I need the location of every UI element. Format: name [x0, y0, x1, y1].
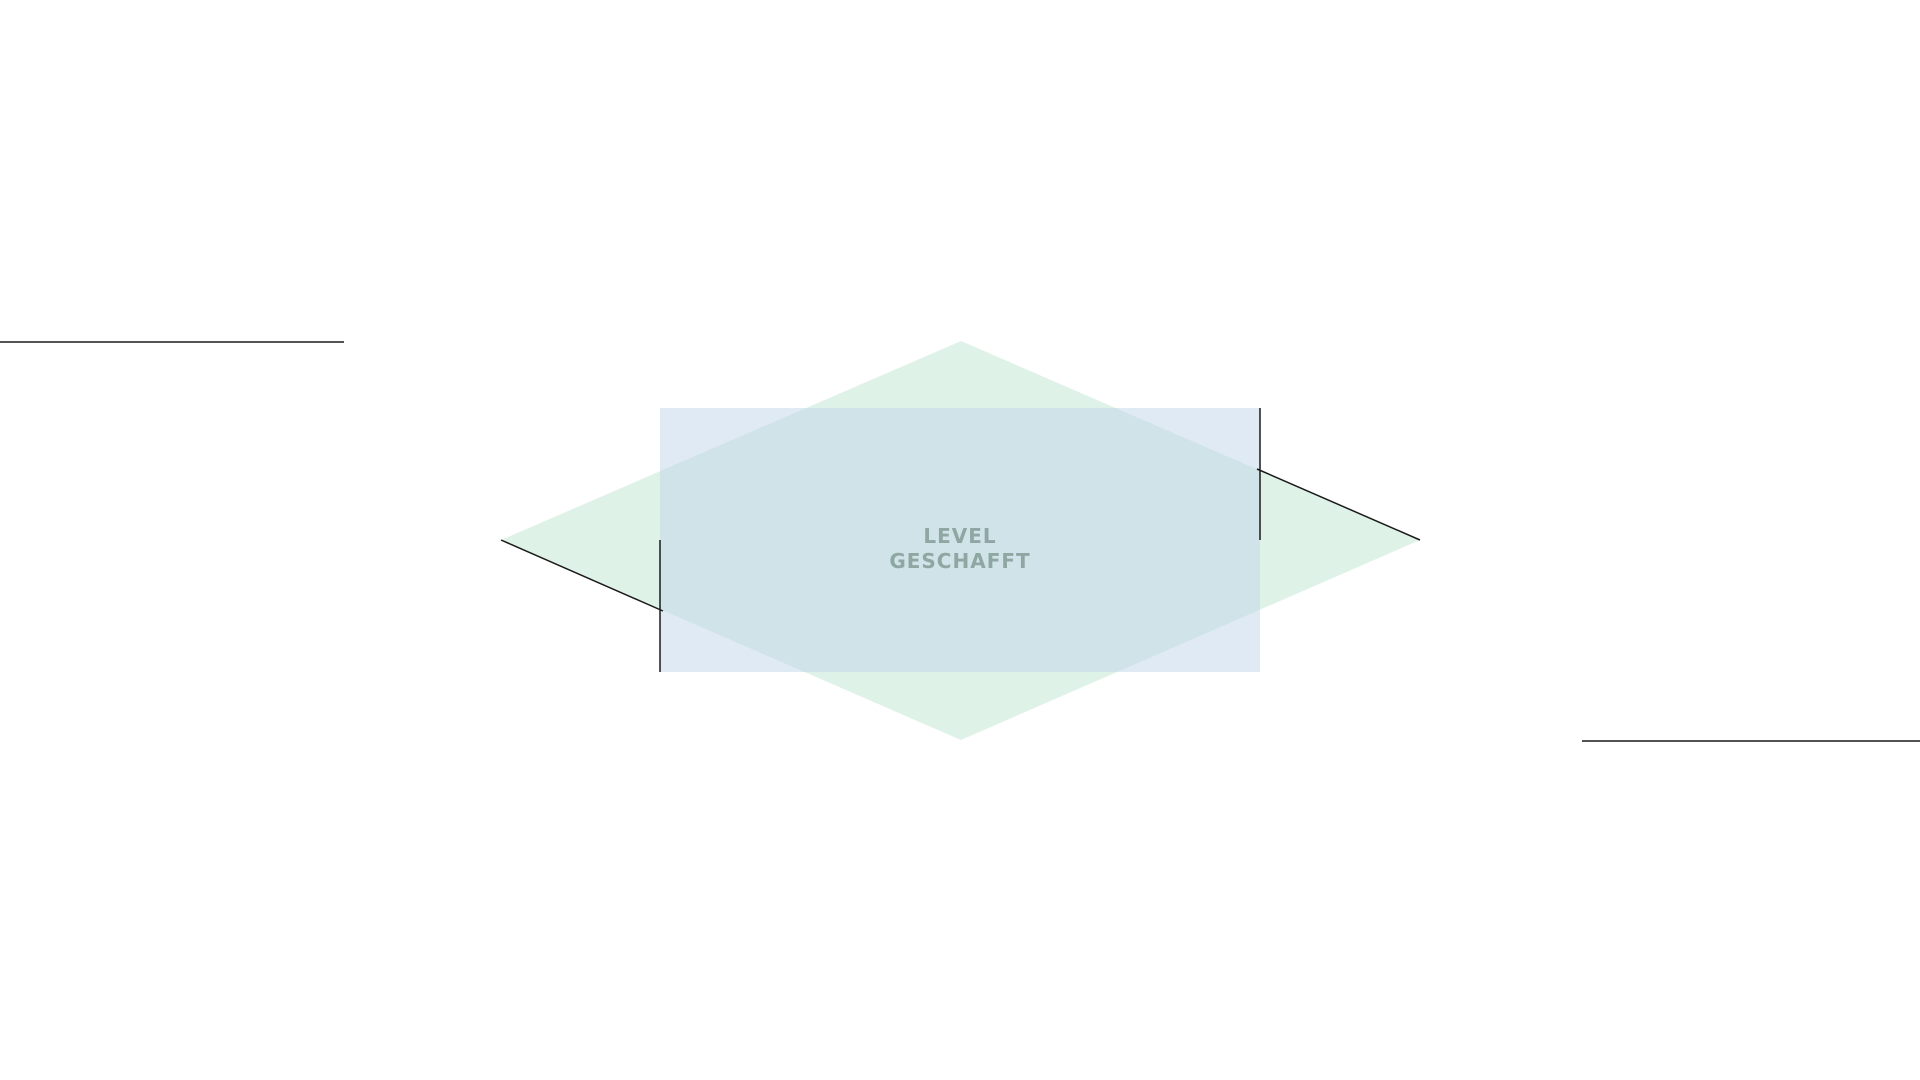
- left-diagonal-edge: [500, 539, 664, 612]
- diamond-shape: [501, 341, 1420, 740]
- rectangle-panel: [660, 408, 1260, 672]
- level-complete-line2: GESCHAFFT: [889, 549, 1031, 573]
- right-diagonal-edge: [1256, 468, 1421, 541]
- level-complete-message: LEVEL GESCHAFFT: [810, 524, 1110, 574]
- level-complete-line1: LEVEL: [923, 524, 997, 548]
